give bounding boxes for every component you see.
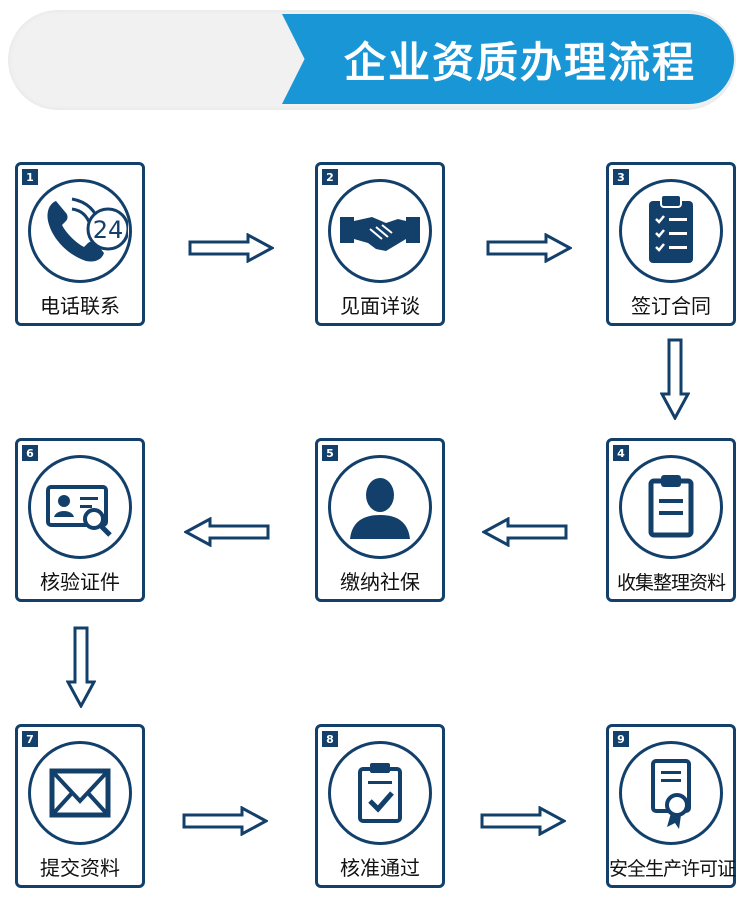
- step-number: 4: [613, 445, 629, 461]
- envelope-icon: [28, 741, 132, 845]
- step-number: 8: [322, 731, 338, 747]
- step-3: 3 签订合同: [606, 162, 736, 326]
- step-label: 核验证件: [40, 570, 120, 594]
- clipboard-document-icon: [619, 455, 723, 559]
- step-number: 9: [613, 731, 629, 747]
- arrow-down-3-4: [660, 338, 690, 420]
- arrow-right-1-2: [188, 233, 274, 263]
- step-7: 7 提交资料: [15, 724, 145, 888]
- arrow-left-4-5: [482, 517, 568, 547]
- step-8: 8 核准通过: [315, 724, 445, 888]
- step-number: 6: [22, 445, 38, 461]
- page-title: 企业资质办理流程: [282, 14, 734, 104]
- step-label: 安全生产许可证: [609, 858, 736, 880]
- step-4: 4 收集整理资料: [606, 438, 736, 602]
- step-number: 1: [22, 169, 38, 185]
- arrow-down-6-7: [66, 626, 96, 708]
- step-number: 5: [322, 445, 338, 461]
- step-5: 5 缴纳社保: [315, 438, 445, 602]
- handshake-icon: [328, 179, 432, 283]
- clipboard-checklist-icon: [619, 179, 723, 283]
- step-label: 收集整理资料: [616, 572, 726, 594]
- phone-24-icon: 24: [28, 179, 132, 283]
- step-6: 6 核验证件: [15, 438, 145, 602]
- step-2: 2 见面详谈: [315, 162, 445, 326]
- arrow-right-8-9: [480, 806, 566, 836]
- step-number: 3: [613, 169, 629, 185]
- step-label: 提交资料: [40, 856, 120, 880]
- icon-24-text: 24: [93, 216, 124, 244]
- step-label: 电话联系: [40, 294, 120, 318]
- arrow-right-7-8: [182, 806, 268, 836]
- step-1: 1 24 电话联系: [15, 162, 145, 326]
- step-number: 7: [22, 731, 38, 747]
- clipboard-check-icon: [328, 741, 432, 845]
- step-number: 2: [322, 169, 338, 185]
- step-9: 9 安全生产许可证: [606, 724, 736, 888]
- step-label: 缴纳社保: [340, 570, 420, 594]
- step-label: 核准通过: [340, 856, 420, 880]
- arrow-left-5-6: [184, 517, 270, 547]
- certificate-icon: [619, 741, 723, 845]
- step-label: 见面详谈: [340, 294, 420, 318]
- step-label: 签订合同: [631, 294, 711, 318]
- person-icon: [328, 455, 432, 559]
- arrow-right-2-3: [486, 233, 572, 263]
- id-card-search-icon: [28, 455, 132, 559]
